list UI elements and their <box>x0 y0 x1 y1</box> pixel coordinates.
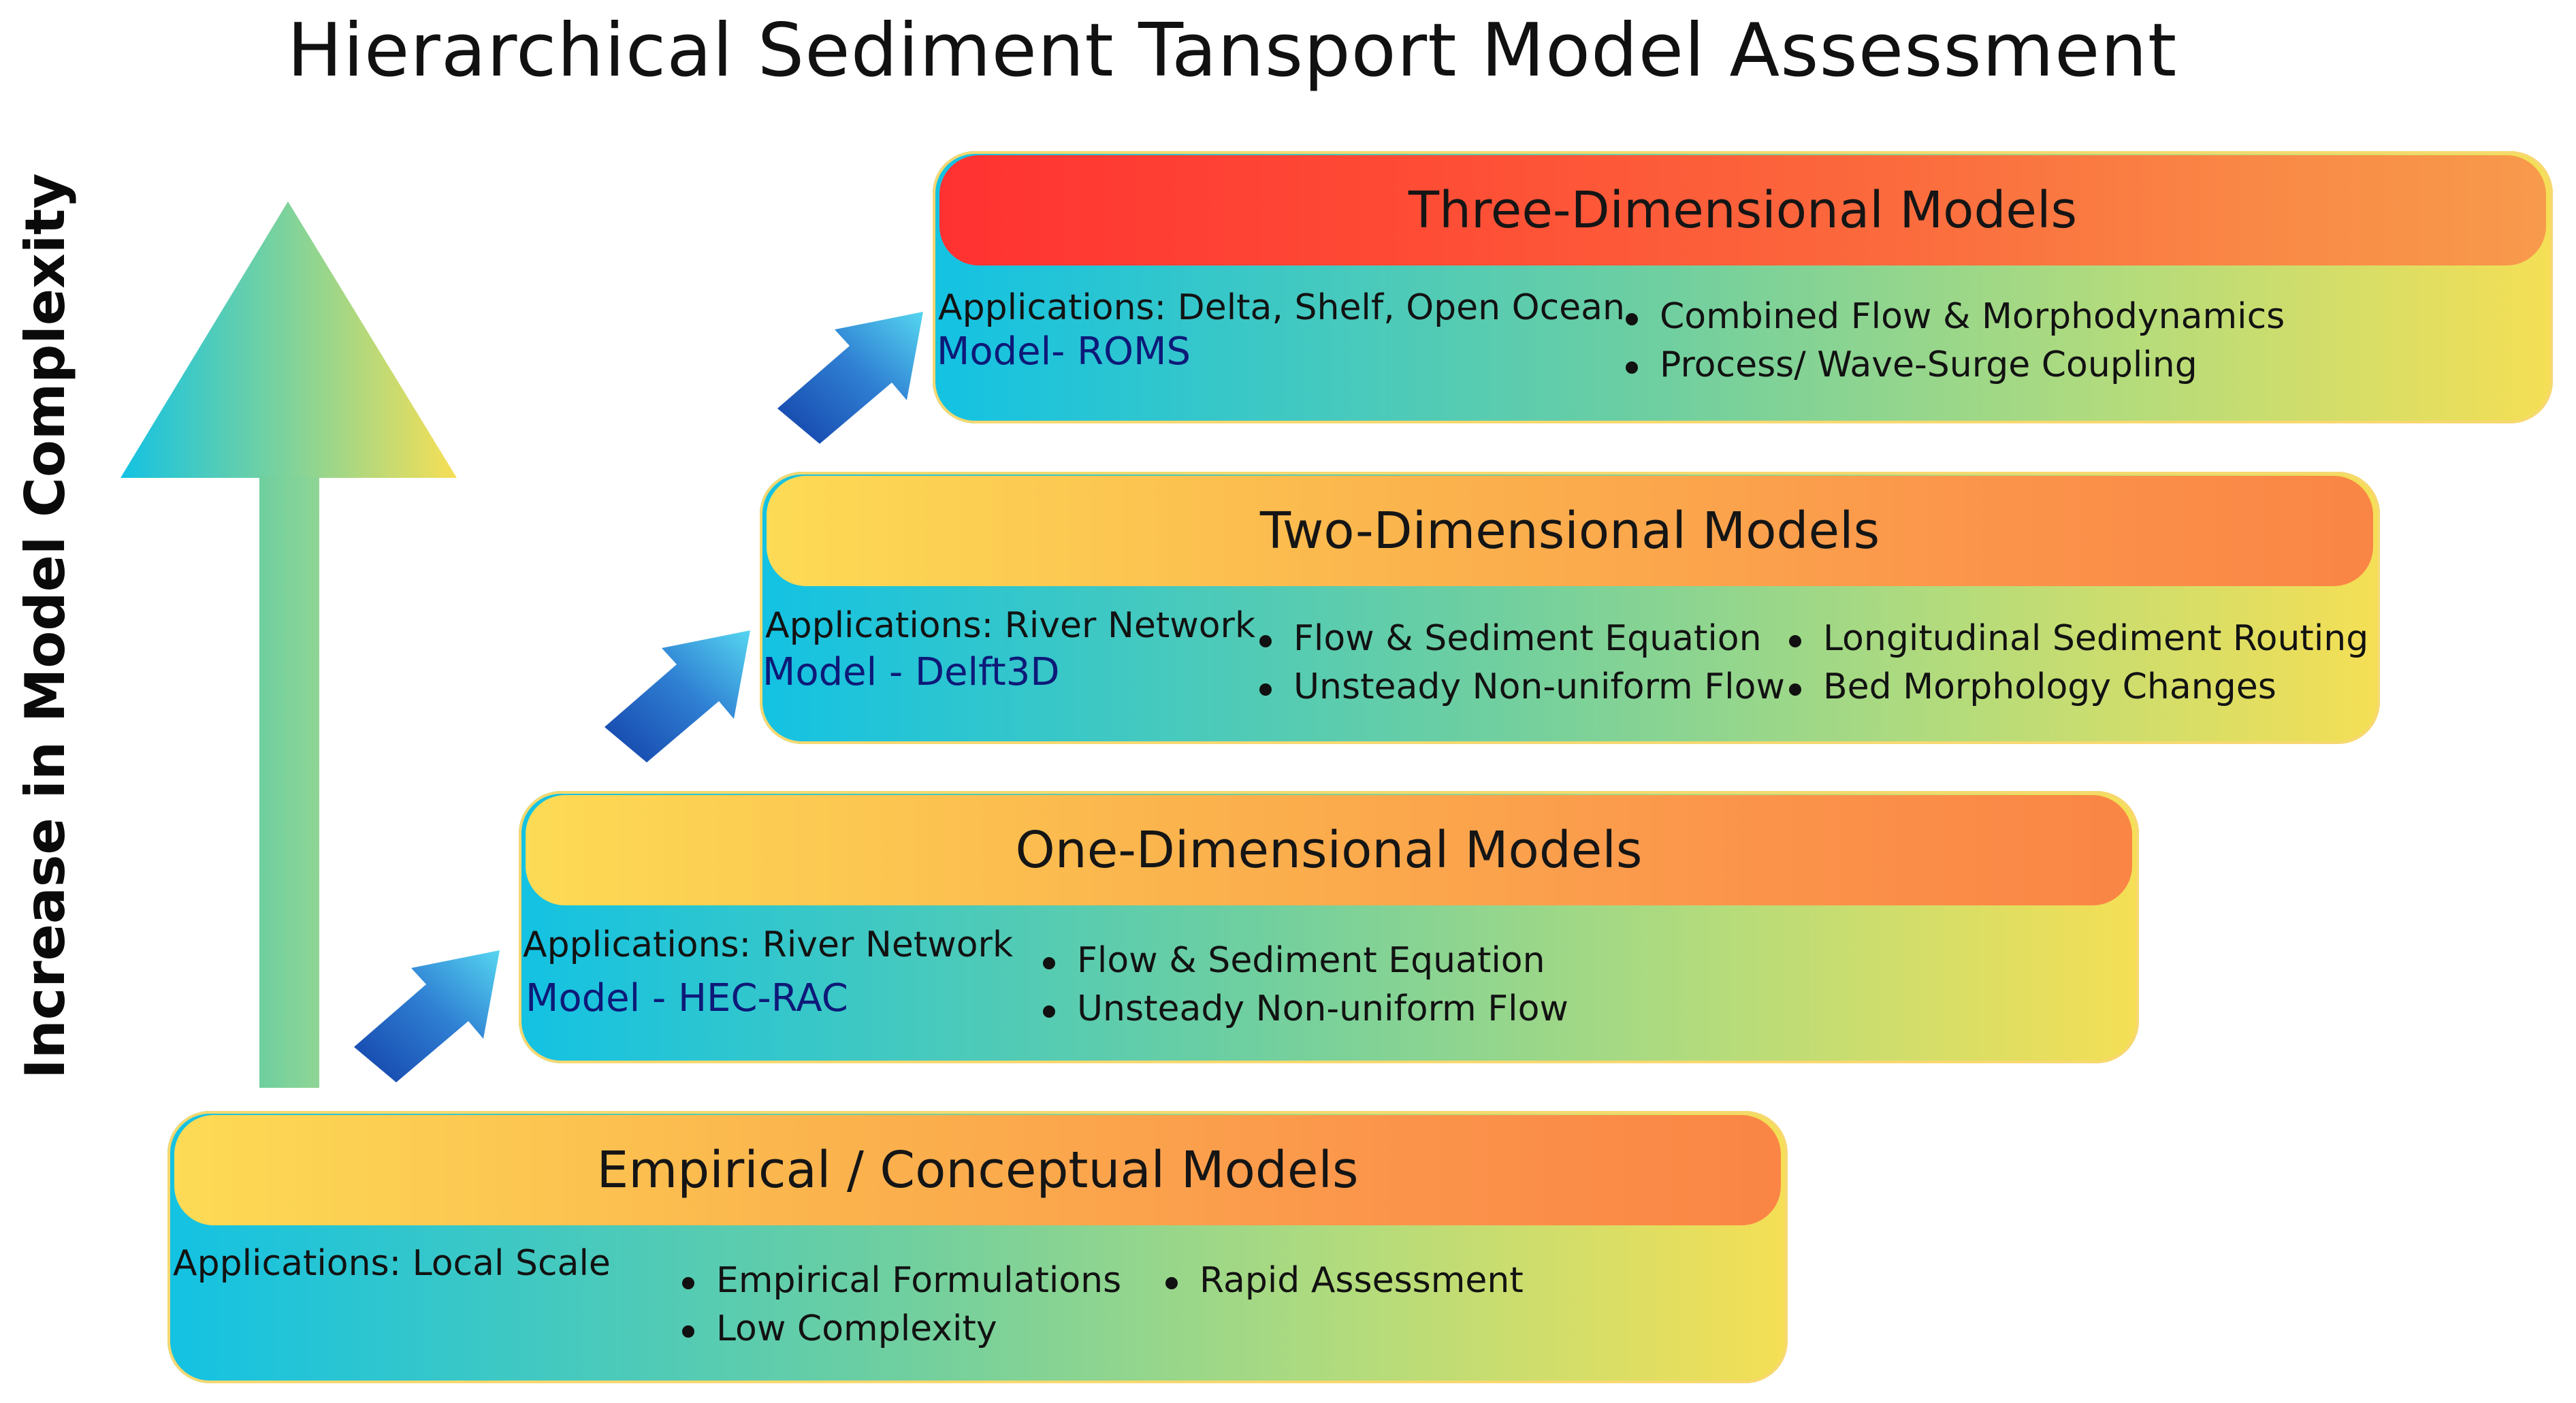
tier-two-dimensional-heading: Two-Dimensional Models <box>767 476 2373 586</box>
step-arrow-icon <box>605 630 750 762</box>
tier-three-dimensional-heading: Three-Dimensional Models <box>939 155 2546 265</box>
tier-two-dimensional-bullets-b: Longitudinal Sediment Routing Bed Morpho… <box>1784 615 2368 711</box>
list-item: Unsteady Non-uniform Flow <box>1037 985 1568 1033</box>
step-arrow-icon <box>354 950 500 1082</box>
list-item: Flow & Sediment Equation <box>1037 937 1568 985</box>
list-item: Flow & Sediment Equation <box>1254 615 1785 663</box>
tier-empirical-applications: Applications: Local Scale <box>173 1243 611 1284</box>
list-item: Bed Morphology Changes <box>1784 663 2368 711</box>
tier-two-dimensional-applications: Applications: River Network <box>765 605 1256 646</box>
step-arrow-icon <box>777 312 923 444</box>
tier-three-dimensional: Three-Dimensional Models Applications: D… <box>933 151 2553 423</box>
tier-one-dimensional-heading: One-Dimensional Models <box>526 795 2132 905</box>
complexity-up-arrow-icon <box>120 201 457 1088</box>
tier-three-dimensional-bullets: Combined Flow & Morphodynamics Process/ … <box>1620 293 2285 389</box>
list-item: Low Complexity <box>677 1305 1121 1353</box>
tier-three-dimensional-applications: Applications: Delta, Shelf, Open Ocean <box>938 287 1625 328</box>
list-item: Combined Flow & Morphodynamics <box>1620 293 2285 341</box>
list-item: Empirical Formulations <box>677 1257 1121 1305</box>
list-item: Longitudinal Sediment Routing <box>1784 615 2368 663</box>
tier-empirical-bullets-b: Rapid Assessment <box>1160 1257 1524 1305</box>
list-item: Process/ Wave-Surge Coupling <box>1620 341 2285 389</box>
tier-three-dimensional-model: Model- ROMS <box>937 329 1191 374</box>
list-item: Unsteady Non-uniform Flow <box>1254 663 1785 711</box>
tier-empirical: Empirical / Conceptual Models Applicatio… <box>167 1111 1788 1383</box>
tier-one-dimensional-model: Model - HEC-RAC <box>526 976 848 1020</box>
tier-two-dimensional: Two-Dimensional Models Applications: Riv… <box>760 472 2380 744</box>
list-item: Rapid Assessment <box>1160 1257 1524 1305</box>
complexity-axis-label: Increase in Model Complexity <box>14 173 77 1079</box>
tier-two-dimensional-bullets-a: Flow & Sediment Equation Unsteady Non-un… <box>1254 615 1785 711</box>
tier-empirical-bullets-a: Empirical Formulations Low Complexity <box>677 1257 1121 1353</box>
tier-empirical-heading: Empirical / Conceptual Models <box>174 1115 1781 1225</box>
diagram-title: Hierarchical Sediment Tansport Model Ass… <box>287 8 2178 93</box>
tier-two-dimensional-model: Model - Delft3D <box>762 650 1060 694</box>
tier-one-dimensional-applications: Applications: River Network <box>523 924 1014 965</box>
tier-one-dimensional: One-Dimensional Models Applications: Riv… <box>519 791 2139 1063</box>
tier-one-dimensional-bullets: Flow & Sediment Equation Unsteady Non-un… <box>1037 937 1568 1033</box>
